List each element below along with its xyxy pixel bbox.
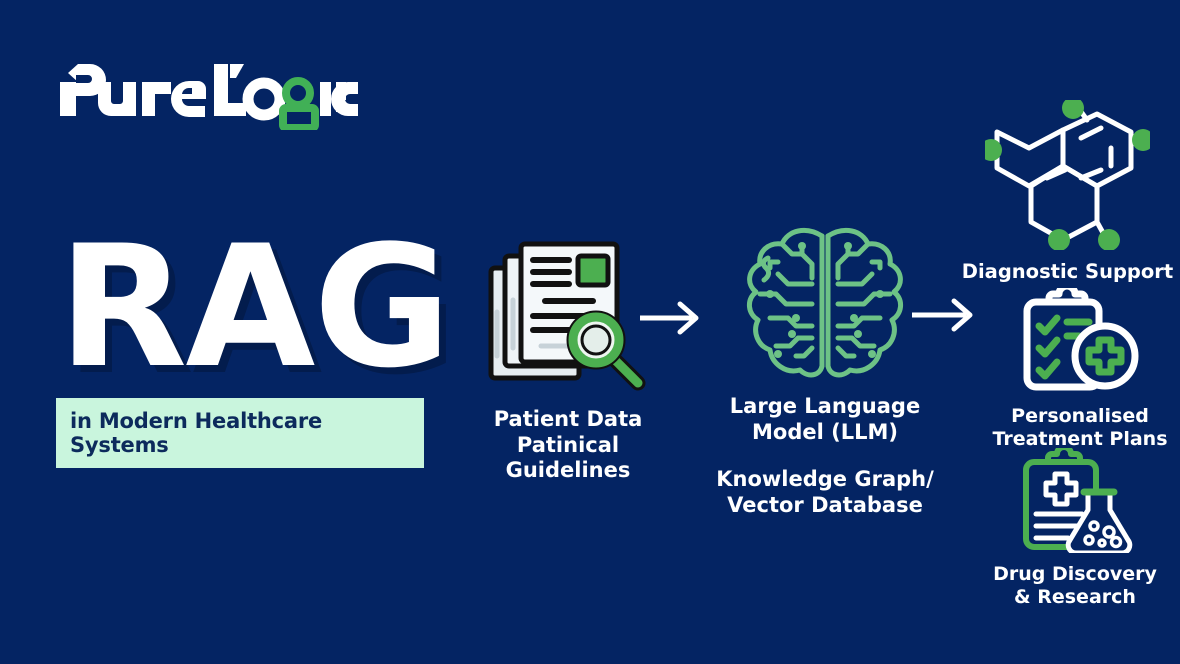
document-highlight-square: [575, 253, 611, 288]
outcome-personalised-treatment-plans: Personalised Treatment Plans: [985, 288, 1175, 451]
molecule-icon: [985, 100, 1150, 250]
outcome-caption-personalised: Personalised Treatment Plans: [992, 405, 1168, 451]
purelogics-logo-mark: [60, 64, 358, 130]
documents-magnifier-icon: [488, 241, 646, 391]
molecule-atoms: [985, 100, 1150, 250]
arrow-right-icon-2: [912, 298, 973, 332]
outcome-diagnostic-support: Diagnostic Support: [960, 100, 1175, 284]
research-cross-icon: [1043, 471, 1079, 507]
flask-icon: [1065, 488, 1133, 553]
logo-letter-o: [242, 77, 286, 121]
hero-subtitle-bar: in Modern Healthcare Systems: [56, 397, 424, 468]
flow-step-input: Patient Data Patinical Guidelines: [468, 238, 668, 484]
outcome-drug-discovery-research: Drug Discovery & Research: [985, 448, 1165, 609]
clipboard-checkmarks: [1035, 314, 1061, 380]
circuit-brain-icon: [747, 227, 903, 378]
purelogics-logo: [58, 62, 358, 130]
clipboard-flask-icon: [1023, 448, 1133, 553]
flask-bubbles: [1083, 520, 1123, 549]
medical-badge-circle: [1071, 322, 1139, 390]
research-lines: [1033, 511, 1085, 541]
outcome-caption-drug: Drug Discovery & Research: [993, 563, 1157, 609]
input-caption: Patient Data Patinical Guidelines: [493, 407, 643, 483]
clipboard-checklist-cross-icon: [1023, 288, 1139, 391]
research-clipboard-clip: [1045, 448, 1083, 462]
process-secondary-caption: Knowledge Graph/ Vector Database: [716, 467, 934, 517]
logo-letter-g-box: [279, 104, 319, 130]
medical-cross-icon: [1085, 336, 1125, 376]
clipboard-lines: [1063, 318, 1093, 340]
circuit-nodes: [766, 242, 884, 358]
outcome-caption-diagnostic: Diagnostic Support: [961, 260, 1174, 283]
magnifier-icon: [566, 310, 646, 391]
arrow-right-icon-1: [640, 301, 699, 335]
page-title: RAG: [58, 209, 451, 405]
clipboard-clip: [1045, 288, 1089, 302]
flow-step-process: Large Language Model (LLM) Knowledge Gra…: [710, 222, 940, 518]
hero-block: RAG in Modern Healthcare Systems: [56, 209, 476, 468]
process-caption: Large Language Model (LLM): [729, 394, 921, 444]
logo-letter-g-ring: [282, 77, 314, 109]
